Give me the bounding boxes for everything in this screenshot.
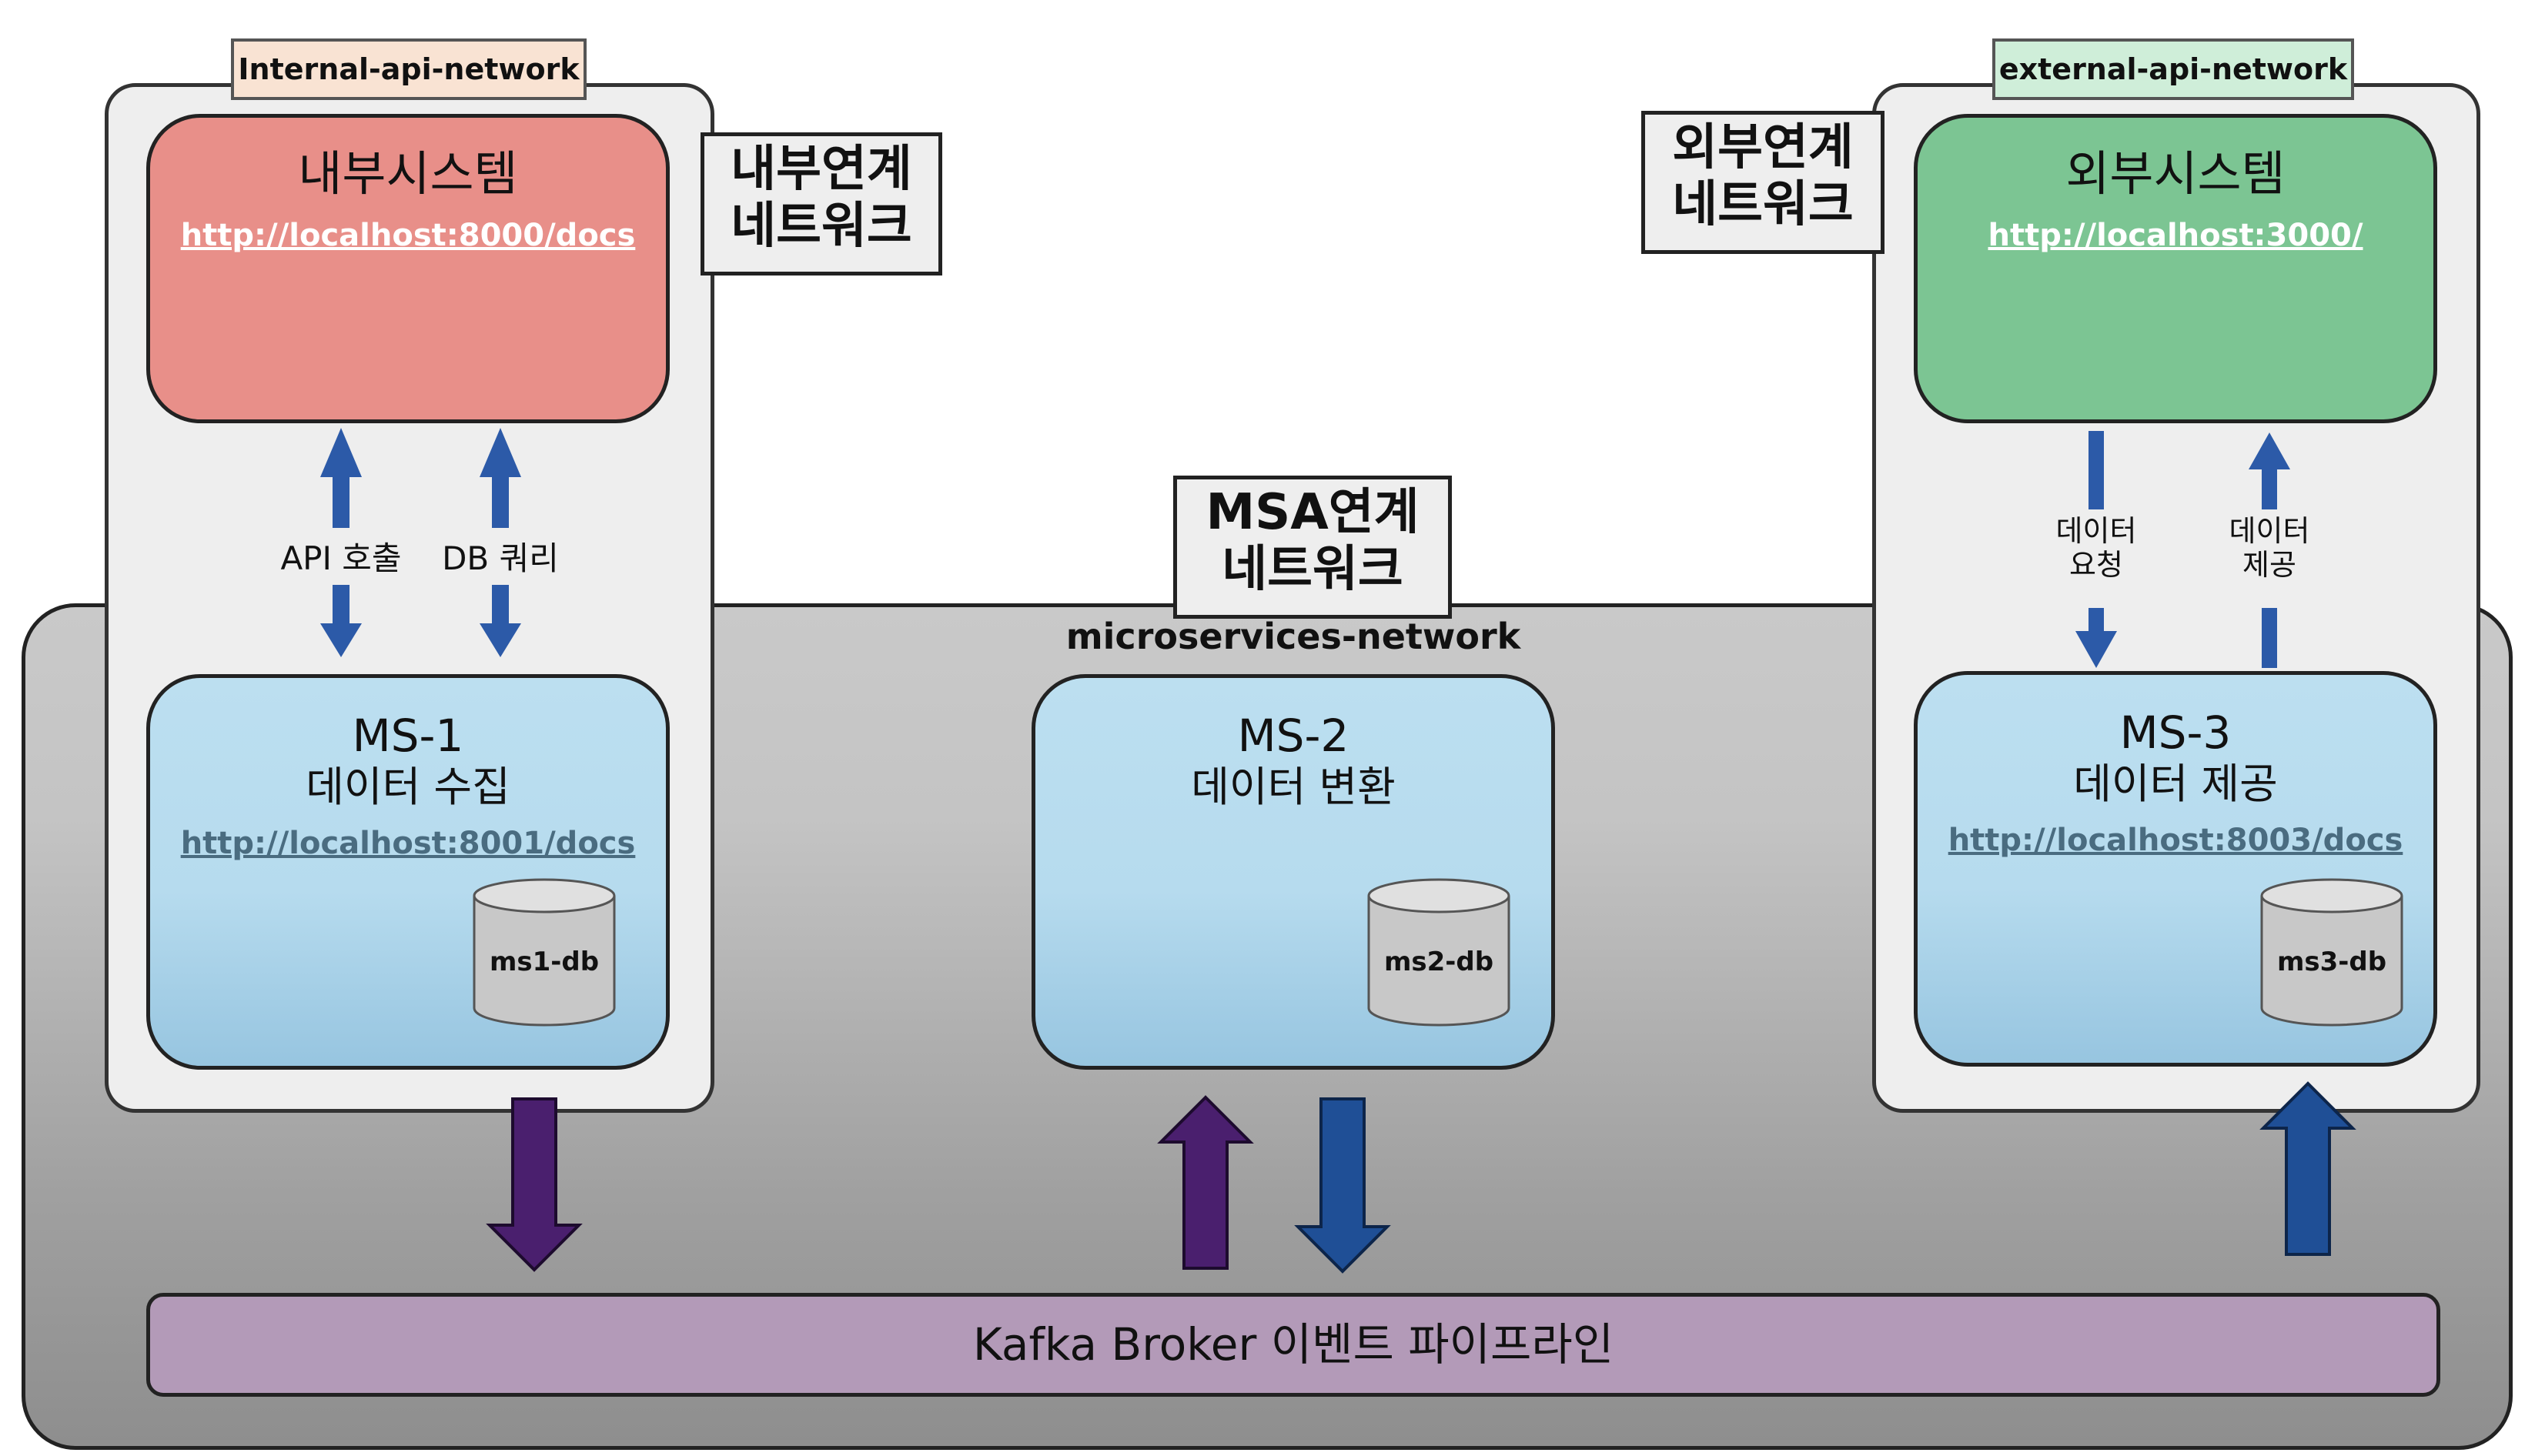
microservices-network-label: microservices-network [1065, 616, 1521, 657]
api-call-label: API 호출 [280, 539, 402, 577]
ms1-link[interactable]: http://localhost:8001/docs [180, 826, 636, 861]
ms1-description: 데이터 수집 [306, 763, 510, 811]
internal-network-label-line2: 네트워크 [731, 198, 912, 255]
msa-network-label-line1: MSA연계 [1206, 484, 1420, 541]
internal-network-label-line1: 내부연계 [731, 141, 912, 198]
msa-network-label: MSA연계 네트워크 [1173, 476, 1452, 619]
internal-network-label: 내부연계 네트워크 [701, 132, 942, 276]
data-provide-arrow [2249, 432, 2290, 668]
internal-system-title: 내부시스템 [298, 145, 518, 202]
data-provide-label: 데이터 제공 [2192, 514, 2346, 582]
database-icon [473, 878, 616, 1027]
ms1-to-kafka-arrow [486, 1097, 583, 1272]
ms1-db-label: ms1-db [489, 947, 600, 977]
msa-network-label-line2: 네트워크 [1222, 541, 1403, 598]
internal-system-link[interactable]: http://localhost:8000/docs [180, 218, 636, 253]
ms2-description: 데이터 변환 [1191, 763, 1396, 811]
data-provide-label-line1: 데이터 [2229, 514, 2310, 548]
data-request-arrow [2075, 431, 2117, 668]
ms3-name: MS-3 [2119, 706, 2232, 759]
external-network-label: 외부연계 네트워크 [1641, 111, 1885, 254]
ms3-link[interactable]: http://localhost:8003/docs [1948, 823, 2403, 858]
internal-network-tag: Internal-api-network [231, 38, 587, 100]
ms2-name: MS-2 [1237, 710, 1349, 762]
database-icon [1367, 878, 1510, 1027]
data-provide-label-line2: 제공 [2242, 548, 2296, 582]
ms3-description: 데이터 제공 [2073, 760, 2278, 808]
ms2-to-kafka-arrow [1294, 1097, 1391, 1274]
external-system-link[interactable]: http://localhost:3000/ [1988, 218, 2363, 253]
api-call-arrow [320, 428, 362, 657]
ms2-db-label: ms2-db [1383, 947, 1494, 977]
kafka-broker-pipeline: Kafka Broker 이벤트 파이프라인 [146, 1293, 2440, 1397]
internal-system-box: 내부시스템 http://localhost:8000/docs [146, 114, 670, 423]
data-request-label-line1: 데이터 [2055, 514, 2137, 548]
external-system-box: 외부시스템 http://localhost:3000/ [1914, 114, 2437, 423]
external-network-label-line1: 외부연계 [1672, 119, 1854, 176]
data-request-label-line2: 요청 [2069, 548, 2123, 582]
external-network-tag: external-api-network [1992, 38, 2354, 100]
ms1-name: MS-1 [352, 710, 464, 762]
database-icon [2260, 878, 2403, 1027]
ms3-db-label: ms3-db [2276, 947, 2387, 977]
external-system-title: 외부시스템 [2065, 145, 2286, 202]
external-network-label-line2: 네트워크 [1672, 176, 1854, 233]
db-query-label: DB 쿼리 [442, 539, 559, 577]
data-request-label: 데이터 요청 [2019, 514, 2173, 582]
kafka-to-ms3-arrow [2259, 1081, 2356, 1256]
kafka-to-ms2-arrow [1157, 1095, 1254, 1270]
ms1-box: MS-1 데이터 수집 http://localhost:8001/docs [146, 674, 670, 1070]
db-query-arrow [480, 428, 521, 657]
